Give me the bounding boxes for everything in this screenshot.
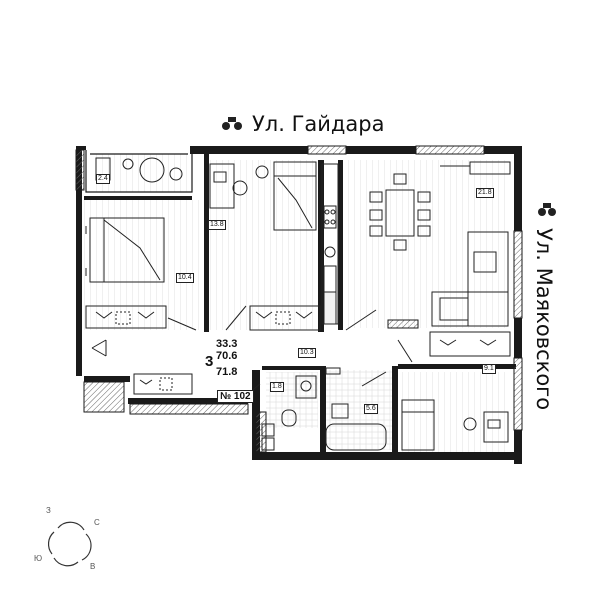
balcony-furniture — [95, 157, 183, 183]
floor-fills — [84, 154, 510, 452]
hatched-walls — [75, 145, 523, 453]
street-label-top: Ул. Гайдара — [252, 112, 385, 136]
room-area-bedroom-middle: 13.8 — [208, 220, 226, 230]
room-area-hallway: 10.3 — [298, 348, 316, 358]
bed-left — [85, 217, 165, 283]
apartment-summary: 3 33.3 70.6 71.8 — [205, 338, 250, 384]
binoculars-icon — [538, 203, 556, 216]
living-area: 33.3 — [216, 338, 238, 350]
bed-middle — [273, 161, 317, 231]
compass-north: С — [94, 518, 100, 527]
compass-icon — [47, 521, 92, 567]
compass-south: Ю — [34, 554, 43, 563]
balcony-floor — [92, 154, 192, 192]
kitchen — [321, 163, 339, 325]
compass-west: З — [46, 506, 51, 515]
bedroom-left-floor — [84, 200, 204, 330]
street-label-right-wrap: Ул. Маяковского — [532, 228, 566, 418]
balcony-rail — [85, 150, 193, 193]
bath-fixtures — [261, 375, 387, 451]
living-room-floor — [344, 160, 510, 328]
room-area-wc: 1.8 — [270, 382, 284, 392]
street-label-right: Ул. Маяковского — [532, 228, 556, 411]
binoculars-icon — [222, 117, 242, 130]
bed-right — [401, 399, 435, 451]
desk-middle — [209, 163, 269, 209]
bedroom-middle-floor — [208, 160, 318, 330]
room-area-bathroom: 5.6 — [364, 404, 378, 414]
bathroom-floor — [324, 370, 394, 450]
room-area-bedroom-left: 10.4 — [176, 273, 194, 283]
apartment-number: № 102 — [217, 390, 254, 403]
compass-east: В — [90, 562, 96, 571]
total-area: 70.6 — [216, 350, 238, 362]
room-area-living-kitchen: 21.8 — [476, 188, 494, 198]
room-count: 3 — [205, 353, 214, 370]
room-area-balcony: 2.4 — [96, 174, 110, 184]
desk-right — [463, 411, 509, 443]
dining-set — [369, 173, 431, 251]
room-area-bedroom-right: 9.1 — [482, 364, 496, 374]
wardrobes — [85, 305, 511, 395]
sofa — [431, 161, 511, 327]
wc-floor — [266, 372, 318, 428]
total-area-with-balcony: 71.8 — [216, 366, 238, 378]
